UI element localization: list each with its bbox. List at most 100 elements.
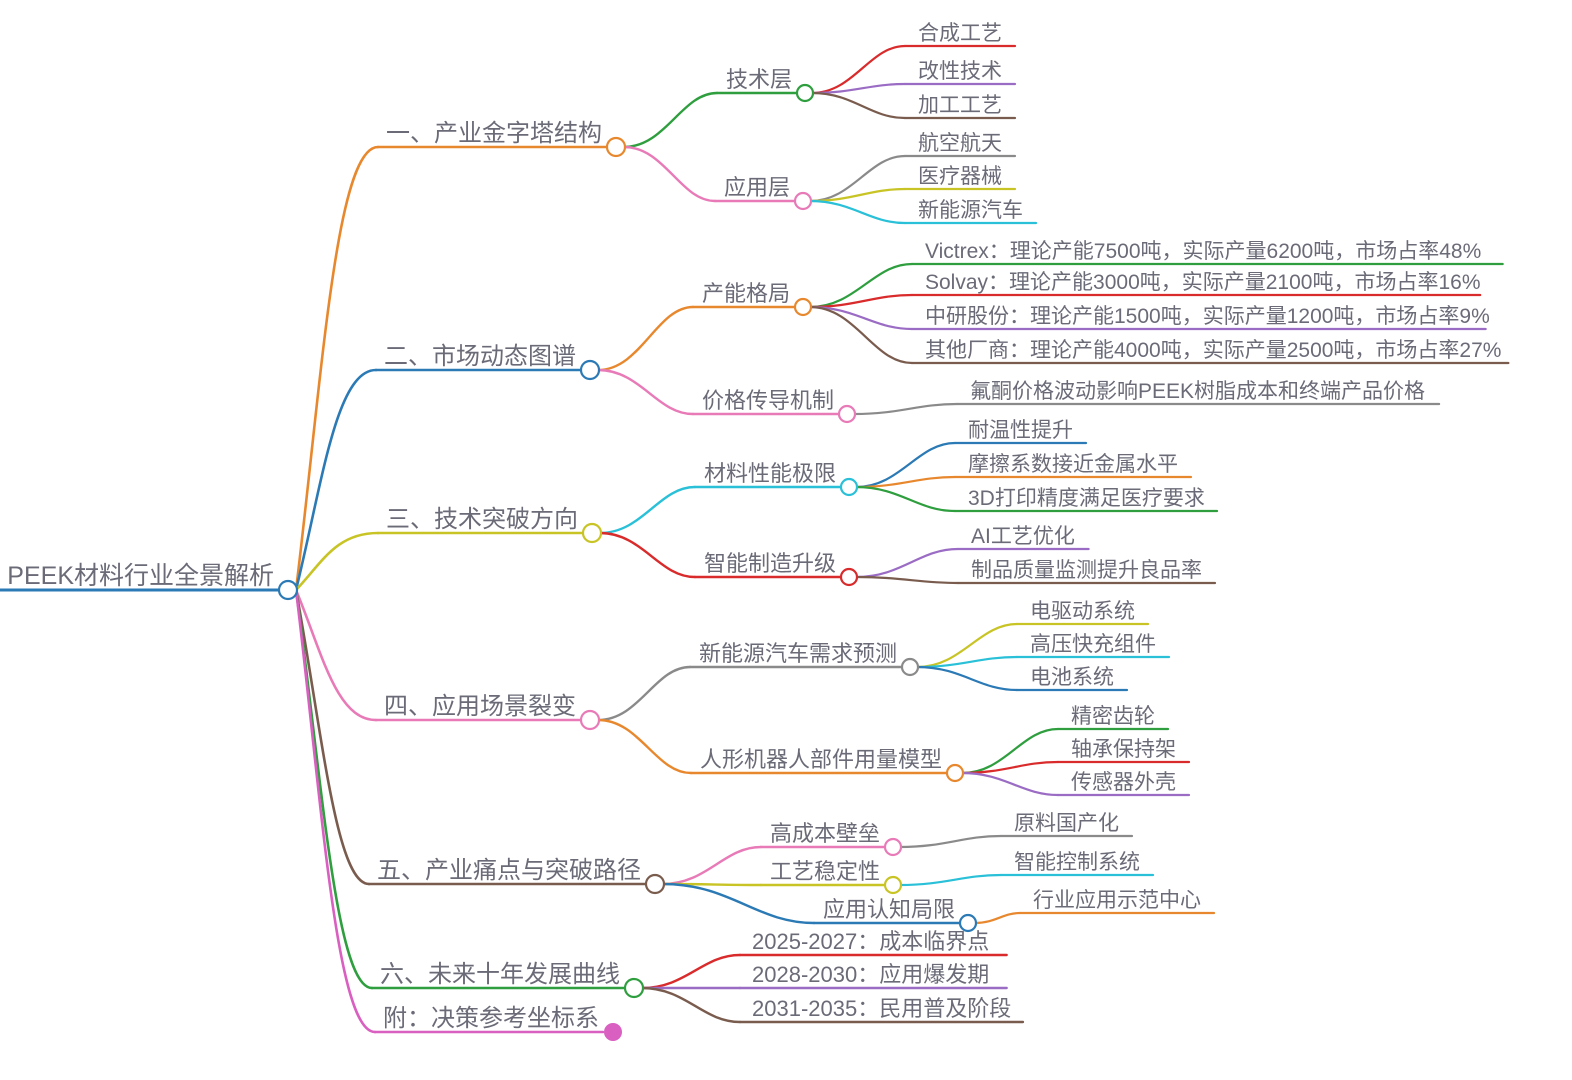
subbranch-node-1-1[interactable] bbox=[795, 83, 815, 103]
leaf-connector-4-1-1 bbox=[915, 622, 1019, 669]
branch-connector-3 bbox=[294, 531, 380, 592]
leaf-label-4-1-3: 电池系统 bbox=[1030, 666, 1114, 689]
subbranch-label-3-2: 智能制造升级 bbox=[704, 551, 836, 576]
subbranch-connector-3-1 bbox=[598, 485, 697, 535]
branch-label-5: 五、产业痛点与突破路径 bbox=[377, 857, 641, 884]
subbranch-node-3-2[interactable] bbox=[839, 567, 859, 587]
leaf-label-1-2-1: 航空航天 bbox=[918, 132, 1002, 155]
branch-label-4: 四、应用场景裂变 bbox=[384, 693, 576, 720]
subbranch-node-4-2[interactable] bbox=[945, 763, 965, 783]
subbranch-label-2-1: 产能格局 bbox=[702, 281, 790, 306]
leaf-connector-4-1-3 bbox=[915, 665, 1019, 692]
branch-node-5[interactable] bbox=[644, 873, 666, 895]
leaf-connector-1-1-3 bbox=[810, 91, 907, 120]
branch-label-3: 三、技术突破方向 bbox=[386, 506, 578, 533]
leaf-label-4-2-1: 精密齿轮 bbox=[1071, 705, 1155, 728]
leaf-connector-6-3 bbox=[640, 986, 742, 1024]
subbranch-node-5-1[interactable] bbox=[883, 837, 903, 857]
leaf-connector-3-1-2 bbox=[854, 475, 957, 489]
leaf-label-3-2-2: 制品质量监测提升良品率 bbox=[971, 559, 1202, 582]
subbranch-node-3-1[interactable] bbox=[839, 477, 859, 497]
subbranch-label-2-2: 价格传导机制 bbox=[702, 388, 834, 413]
leaf-label-1-2-2: 医疗器械 bbox=[918, 165, 1002, 188]
branch-label-7: 附：决策参考坐标系 bbox=[383, 1005, 599, 1032]
leaf-label-3-1-2: 摩擦系数接近金属水平 bbox=[968, 453, 1178, 476]
subbranch-label-5-1: 高成本壁垒 bbox=[770, 821, 880, 846]
subbranch-connector-4-2 bbox=[596, 718, 693, 775]
branch-label-1: 一、产业金字塔结构 bbox=[386, 120, 602, 147]
branch-node-1[interactable] bbox=[605, 136, 627, 158]
leaf-connector-4-2-3 bbox=[960, 771, 1060, 797]
leaf-label-1-1-1: 合成工艺 bbox=[918, 22, 1002, 45]
subbranch-label-3-1: 材料性能极限 bbox=[704, 461, 836, 486]
subbranch-node-4-1[interactable] bbox=[900, 657, 920, 677]
leaf-connector-3-2-1 bbox=[854, 547, 960, 579]
subbranch-label-1-2: 应用层 bbox=[724, 175, 790, 200]
leaf-connector-5-2-1 bbox=[898, 873, 1003, 887]
leaf-label-2-1-4: 其他厂商：理论产能4000吨，实际产量2500吨，市场占率27% bbox=[925, 339, 1501, 362]
branch-connector-1 bbox=[294, 145, 380, 592]
leaf-connector-2-1-1 bbox=[808, 262, 914, 309]
subbranch-connector-5-3 bbox=[661, 882, 816, 925]
leaf-label-3-2-1: AI工艺优化 bbox=[971, 525, 1075, 548]
subbranch-connector-5-1 bbox=[661, 845, 763, 886]
leaf-label-6-2: 2028-2030：应用爆发期 bbox=[752, 962, 989, 987]
leaf-connector-6-1 bbox=[640, 953, 742, 990]
leaf-label-1-2-3: 新能源汽车 bbox=[918, 199, 1023, 222]
subbranch-connector-1-2 bbox=[622, 145, 717, 203]
subbranch-connector-1-1 bbox=[622, 91, 719, 149]
leaf-label-5-3-1: 行业应用示范中心 bbox=[1033, 889, 1201, 912]
subbranch-connector-2-2 bbox=[596, 368, 695, 416]
branch-node-7[interactable] bbox=[604, 1023, 622, 1041]
leaf-label-4-1-2: 高压快充组件 bbox=[1030, 633, 1156, 656]
leaf-label-3-1-1: 耐温性提升 bbox=[968, 419, 1073, 442]
leaf-label-1-1-3: 加工工艺 bbox=[918, 94, 1002, 117]
leaf-label-6-3: 2031-2035：民用普及阶段 bbox=[752, 996, 1011, 1021]
leaf-label-4-2-2: 轴承保持架 bbox=[1071, 738, 1176, 761]
subbranch-node-1-2[interactable] bbox=[793, 191, 813, 211]
branch-node-4[interactable] bbox=[579, 709, 601, 731]
leaf-label-2-2-1: 氟酮价格波动影响PEEK树脂成本和终端产品价格 bbox=[970, 380, 1425, 403]
subbranch-node-2-2[interactable] bbox=[837, 404, 857, 424]
subbranch-label-1-1: 技术层 bbox=[726, 67, 792, 92]
branch-connector-7 bbox=[294, 588, 377, 1034]
branch-node-3[interactable] bbox=[581, 522, 603, 544]
subbranch-node-5-2[interactable] bbox=[883, 875, 903, 895]
subbranch-label-5-3: 应用认知局限 bbox=[823, 897, 955, 922]
branch-node-2[interactable] bbox=[579, 359, 601, 381]
branch-connector-4 bbox=[294, 588, 378, 722]
leaf-connector-2-1-4 bbox=[808, 305, 914, 365]
leaf-connector-3-2-2 bbox=[854, 575, 960, 585]
branch-label-6: 六、未来十年发展曲线 bbox=[380, 961, 620, 988]
branch-node-6[interactable] bbox=[623, 977, 645, 999]
leaf-label-4-1-1: 电驱动系统 bbox=[1030, 600, 1135, 623]
root-label: PEEK材料行业全景解析 bbox=[7, 562, 274, 590]
leaf-label-1-1-2: 改性技术 bbox=[918, 60, 1002, 83]
leaf-connector-4-2-1 bbox=[960, 727, 1060, 775]
leaf-connector-3-1-3 bbox=[854, 485, 957, 513]
subbranch-node-5-3[interactable] bbox=[958, 913, 978, 933]
leaf-connector-1-1-2 bbox=[810, 82, 907, 95]
leaf-label-5-2-1: 智能控制系统 bbox=[1014, 851, 1140, 874]
leaf-connector-2-2-1 bbox=[852, 402, 959, 416]
leaf-connector-1-1-1 bbox=[810, 44, 907, 95]
branch-connector-2 bbox=[294, 368, 378, 592]
leaf-label-3-1-3: 3D打印精度满足医疗要求 bbox=[968, 487, 1205, 510]
branch-label-2: 二、市场动态图谱 bbox=[384, 343, 576, 370]
leaf-connector-1-2-3 bbox=[808, 199, 907, 225]
leaf-label-2-1-1: Victrex：理论产能7500吨，实际产量6200吨，市场占率48% bbox=[925, 240, 1481, 263]
leaf-connector-4-1-2 bbox=[915, 655, 1019, 669]
subbranch-label-4-2: 人形机器人部件用量模型 bbox=[700, 747, 942, 772]
root-node[interactable] bbox=[277, 579, 299, 601]
subbranch-node-2-1[interactable] bbox=[793, 297, 813, 317]
leaf-label-2-1-2: Solvay：理论产能3000吨，实际产量2100吨，市场占率16% bbox=[925, 271, 1481, 294]
leaf-label-4-2-3: 传感器外壳 bbox=[1071, 771, 1176, 794]
leaf-connector-3-1-1 bbox=[854, 441, 957, 489]
leaf-connector-5-3-1 bbox=[973, 911, 1022, 925]
subbranch-connector-3-2 bbox=[598, 531, 697, 579]
subbranch-label-4-1: 新能源汽车需求预测 bbox=[699, 641, 897, 666]
leaf-connector-5-1-1 bbox=[898, 834, 1003, 849]
leaf-label-6-1: 2025-2027：成本临界点 bbox=[752, 929, 989, 954]
